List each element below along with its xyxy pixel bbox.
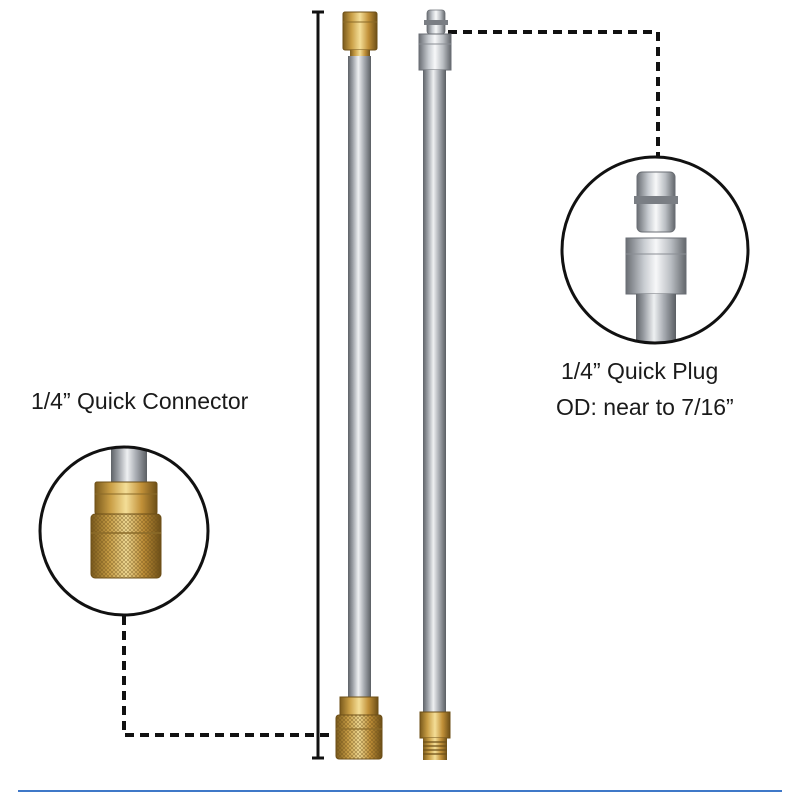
wand-with-quick-connector <box>335 11 383 760</box>
quick-plug-label: 1/4” Quick Plug <box>561 358 719 384</box>
bottom-divider <box>18 790 782 792</box>
quick-connector-detail <box>38 445 210 617</box>
plug-callout-line <box>448 30 660 157</box>
height-dimension-line <box>312 10 324 760</box>
quick-connector-label: 1/4” Quick Connector <box>31 388 249 414</box>
outer-diameter-label: OD: near to 7/16” <box>556 394 734 420</box>
wand-with-quick-plug <box>418 9 452 760</box>
connector-callout-line <box>122 616 330 737</box>
quick-plug-detail <box>560 155 750 345</box>
